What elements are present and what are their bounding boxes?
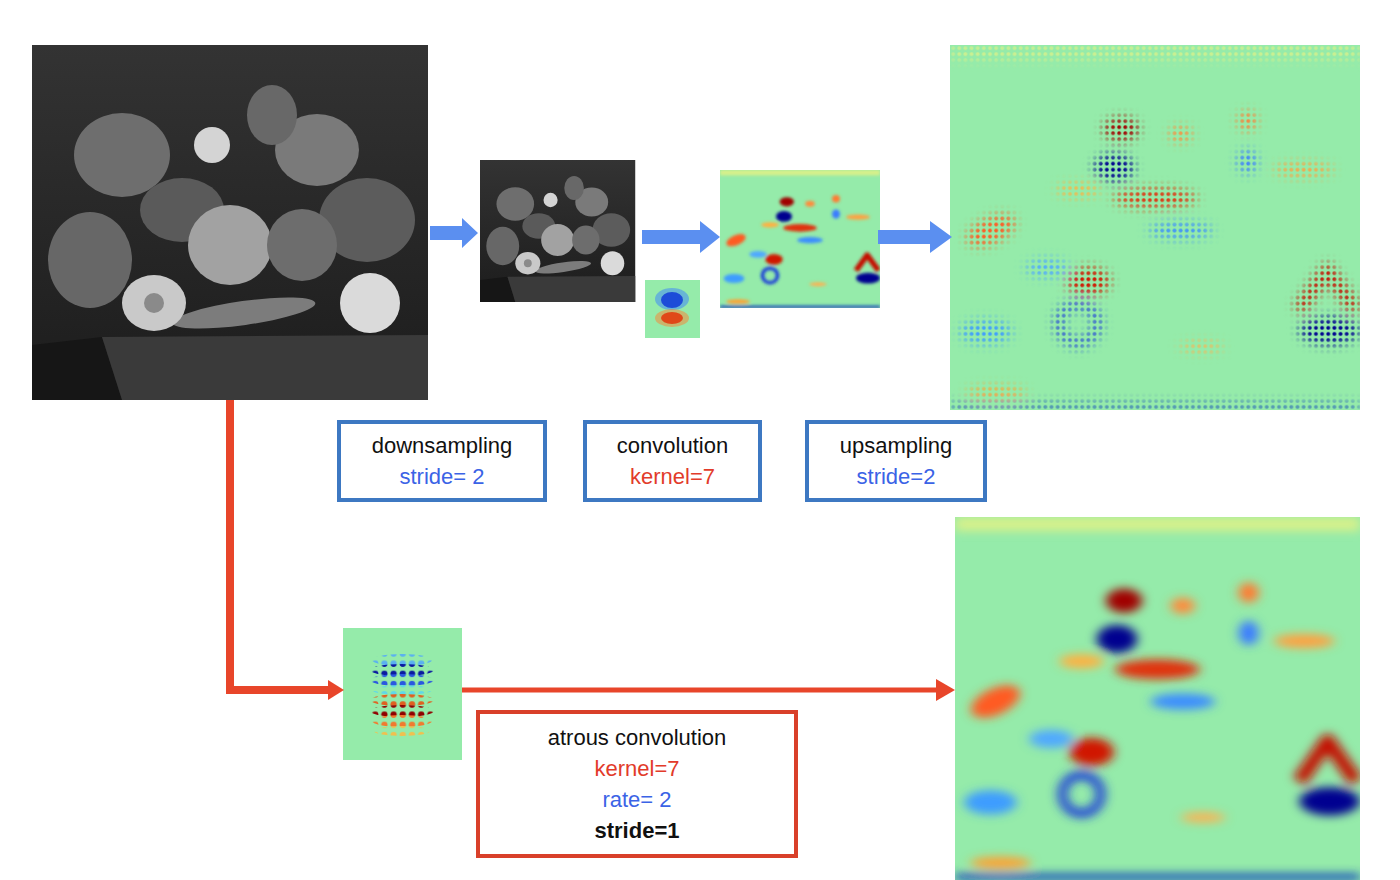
flow-arrow	[878, 221, 952, 253]
atrous-arrowhead	[936, 679, 955, 701]
operation-box: convolutionkernel=7	[583, 420, 762, 502]
response-ground	[955, 517, 1360, 880]
operation-name: upsampling	[840, 430, 953, 461]
operation-parameter: rate= 2	[602, 784, 671, 815]
flow-arrow	[642, 221, 720, 253]
operation-box: downsamplingstride= 2	[337, 420, 547, 502]
kernel-row	[370, 694, 434, 706]
kernel-row	[372, 715, 432, 727]
operation-parameter: stride= 2	[400, 461, 485, 492]
atrous-path	[230, 400, 330, 690]
kernel-row	[370, 674, 434, 686]
operation-parameter: stride=2	[857, 461, 936, 492]
atrous-path	[462, 688, 938, 693]
upsampled-response	[950, 45, 1360, 410]
operation-name: downsampling	[372, 430, 513, 461]
kernel-lobe	[655, 288, 689, 310]
atrous-kernel-taps	[370, 654, 434, 736]
operation-box: upsamplingstride=2	[805, 420, 987, 502]
response-ground	[950, 45, 1360, 410]
kernel-lobe	[655, 309, 689, 327]
operation-parameter: stride=1	[595, 815, 680, 846]
atrous-kernel-image	[343, 628, 462, 760]
atrous-response	[955, 517, 1360, 880]
response-ground	[720, 170, 880, 308]
low-res-response	[720, 170, 880, 308]
atrous-arrowhead	[328, 680, 344, 700]
operation-parameter: kernel=7	[630, 461, 715, 492]
operation-parameter: kernel=7	[594, 753, 679, 784]
kernel-row	[372, 685, 432, 695]
kernel-row	[374, 726, 430, 736]
flow-arrow	[430, 218, 478, 248]
downsampled-image	[480, 160, 635, 302]
input-image	[32, 45, 428, 400]
operation-name: atrous convolution	[548, 722, 727, 753]
operation-name: convolution	[617, 430, 728, 461]
kernel-image	[645, 280, 700, 338]
operation-box: atrous convolutionkernel=7rate= 2stride=…	[476, 710, 798, 858]
